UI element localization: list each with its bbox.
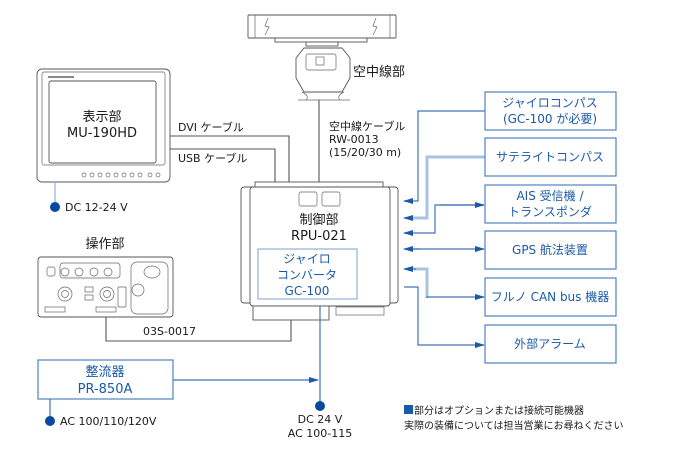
peripheral-can-bus: フルノ CAN bus 機器	[484, 277, 617, 317]
peripheral-ais: AIS 受信機 / トランスポンダ	[484, 184, 617, 224]
rectifier-box	[37, 359, 174, 400]
processor-unit: 制御部 RPU-021 ジャイロ コンバータ GC-100	[240, 181, 399, 321]
control-cable-label: 03S-0017	[143, 325, 196, 338]
rectifier-power-label: AC 100/110/120V	[60, 415, 157, 428]
antenna-unit-title: 空中線部	[353, 64, 405, 80]
processor-power-line2: AC 100-115	[288, 427, 352, 440]
usb-cable-label: USB ケーブル	[178, 151, 247, 165]
peripheral-satellite-compass-label: サテライトコンパス	[496, 150, 604, 164]
gyro-converter-line2: コンバータ	[277, 268, 337, 282]
legend-line2: 実際の装備については担当営業にお尋ねください	[404, 419, 624, 432]
peripheral-gyrocompass: ジャイロコンパス (GC-100 が必要)	[484, 91, 617, 131]
antenna-cable-model: RW-0013	[329, 133, 379, 146]
peripheral-external-alarm: 外部アラーム	[484, 324, 617, 364]
rectifier-title: 整流器	[85, 365, 124, 380]
control-unit-drawing	[37, 256, 174, 318]
peripheral-gyrocompass-line2: (GC-100 が必要)	[503, 111, 597, 126]
processor-power-dot	[315, 401, 325, 411]
control-unit-title: 操作部	[85, 236, 124, 252]
display-unit: 表示部 MU-190HD	[36, 68, 171, 183]
display-power-label: DC 12-24 V	[65, 201, 128, 214]
processor-power-line1: DC 24 V	[298, 413, 343, 426]
rectifier-power-dot	[45, 416, 55, 426]
display-power-dot	[50, 202, 60, 212]
display-unit-title: 表示部	[82, 110, 121, 125]
gyro-converter-line1: ジャイロ	[283, 252, 330, 266]
peripheral-satellite-compass: サテライトコンパス	[484, 137, 617, 177]
dvi-cable-label: DVI ケーブル	[178, 120, 244, 134]
peripheral-connections	[403, 110, 485, 348]
processor-unit-model: RPU-021	[291, 229, 347, 244]
antenna-unit-drawing	[247, 14, 397, 101]
legend: 部分はオプションまたは接続可能機器 実際の装備については担当営業にお尋ねください	[404, 404, 624, 432]
legend-line1: 部分はオプションまたは接続可能機器	[414, 404, 584, 417]
legend-blue-square	[404, 405, 413, 414]
display-buttons	[81, 172, 161, 178]
antenna-cable-name: 空中線ケーブル	[329, 119, 405, 133]
display-unit-model: MU-190HD	[67, 126, 137, 141]
peripheral-gps: GPS 航法装置	[484, 230, 617, 270]
processor-unit-title: 制御部	[299, 213, 338, 228]
peripheral-can-bus-label: フルノ CAN bus 機器	[491, 289, 609, 304]
peripheral-gyrocompass-line1: ジャイロコンパス	[502, 96, 597, 110]
rectifier-model: PR-850A	[78, 382, 133, 397]
peripheral-ais-line1: AIS 受信機 /	[516, 188, 584, 203]
peripheral-external-alarm-label: 外部アラーム	[514, 336, 586, 351]
peripheral-gps-label: GPS 航法装置	[512, 242, 588, 257]
gyro-converter-model: GC-100	[285, 284, 330, 298]
gyro-converter-box	[257, 248, 358, 300]
peripheral-ais-line2: トランスポンダ	[508, 204, 592, 219]
antenna-cable-lengths: (15/20/30 m)	[329, 146, 401, 159]
